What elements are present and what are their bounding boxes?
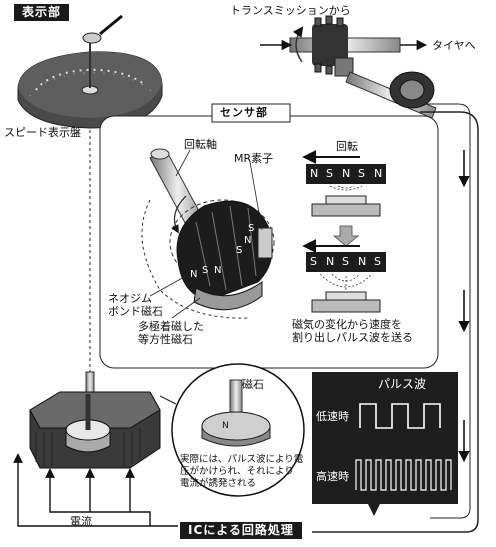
rotation-label: 回転 (336, 140, 358, 153)
to-tire-label: タイヤへ (432, 39, 476, 52)
transmission-shaft (260, 15, 428, 77)
current-label: 電流 (70, 515, 92, 528)
transition-arrow (332, 225, 360, 247)
coil-assembly (29, 371, 161, 469)
from-transmission-label: トランスミッションから (230, 4, 351, 17)
strip-pole: S (310, 255, 317, 268)
magnet-label: 磁石 (242, 378, 264, 391)
strip-pole: N (310, 167, 319, 180)
ring-pole: S (236, 245, 243, 256)
sensor-rod (345, 71, 437, 119)
display-section-tag: 表示部 (14, 4, 70, 21)
ring-pole: S (202, 265, 209, 276)
strip-pole: S (342, 255, 349, 268)
strip-pole: N (326, 255, 335, 268)
ring-pole: N (214, 265, 222, 276)
high-speed-label: 高速時 (316, 470, 349, 483)
rotation-shaft-label: 回転軸 (184, 138, 217, 151)
low-speed-label: 低速時 (316, 410, 349, 423)
ring-pole: N (244, 235, 252, 246)
ring-pole: N (190, 269, 198, 280)
speedometer-dial (17, 40, 163, 129)
mr-element-label: MR素子 (234, 152, 274, 165)
rotor-illustration (141, 148, 275, 319)
neodymium-magnet-label: ネオジム ボンド磁石 (108, 292, 163, 318)
ring-pole: S (248, 223, 255, 234)
strip-pole: N (342, 167, 351, 180)
speedometer-needle (82, 14, 123, 44)
strip-pole: S (374, 255, 381, 268)
sensor-section-tag: センサ部 (220, 106, 268, 119)
strip-pole: S (358, 167, 365, 180)
strip-pole: N (358, 255, 367, 268)
magnet-callout (159, 363, 305, 497)
strip-top (302, 150, 386, 217)
pulse-panel (312, 372, 458, 516)
signal-cable-inner (426, 103, 471, 519)
magnetic-change-label: 磁気の変化から速度を 割り出しパルス波を送る (292, 318, 413, 344)
current-arrows (13, 453, 178, 527)
strip-pole: N (374, 167, 383, 180)
strip-bottom (302, 239, 386, 313)
pulse-wave-title: パルス波 (378, 377, 427, 391)
signal-cable (312, 111, 479, 533)
strip-pole: S (326, 167, 333, 180)
multipole-magnet-label: 多極着磁した 等方性磁石 (138, 320, 204, 346)
coin-pole: N (222, 421, 229, 431)
ic-processing-tag: ICによる回路処理 (180, 522, 302, 539)
speed-display-label: スピード表示盤 (4, 126, 81, 139)
pulse-explanation: 実際には、パルス波により電 圧がかけられ、それにより 電流が誘発される (180, 454, 304, 489)
